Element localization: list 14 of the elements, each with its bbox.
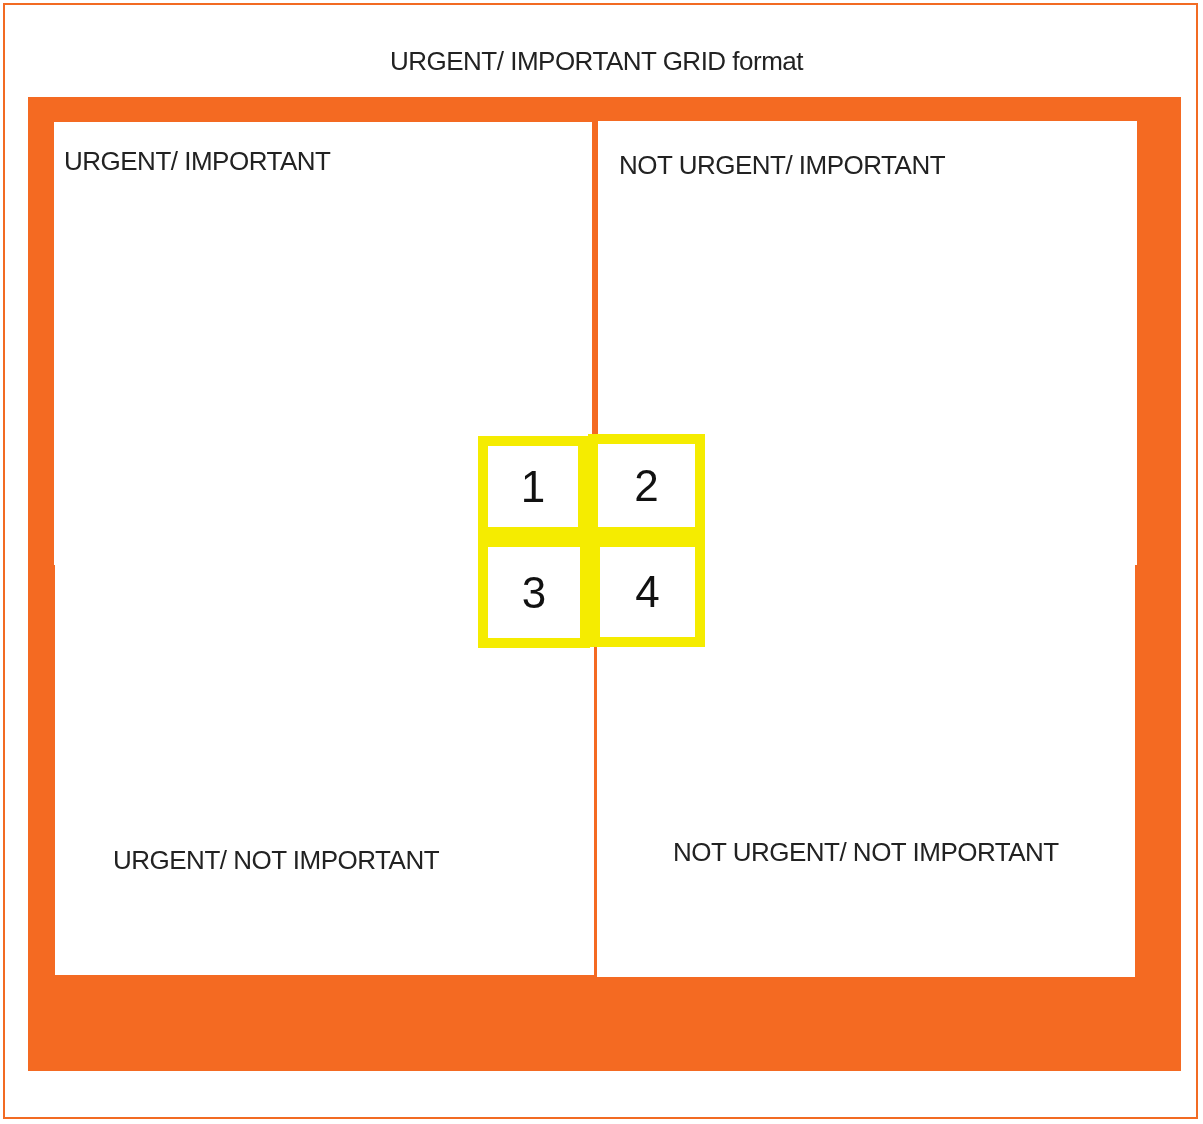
diagram-title: URGENT/ IMPORTANT GRID format (388, 46, 805, 77)
quadrant-label: NOT URGENT/ IMPORTANT (619, 150, 946, 181)
quadrant-box (598, 121, 1137, 565)
quadrant-box (54, 122, 592, 565)
quadrant-number: 4 (635, 567, 660, 617)
quadrant-label: NOT URGENT/ NOT IMPORTANT (673, 837, 1059, 868)
quadrant-number: 2 (634, 460, 659, 511)
quadrant-box (597, 563, 1135, 977)
quadrant-number: 1 (520, 461, 546, 512)
quadrant-box (55, 563, 594, 975)
quadrant-label: URGENT/ NOT IMPORTANT (113, 845, 440, 876)
quadrant-number: 3 (521, 567, 547, 618)
grid-panel (28, 97, 1181, 1071)
quadrant-label: URGENT/ IMPORTANT (64, 146, 331, 177)
